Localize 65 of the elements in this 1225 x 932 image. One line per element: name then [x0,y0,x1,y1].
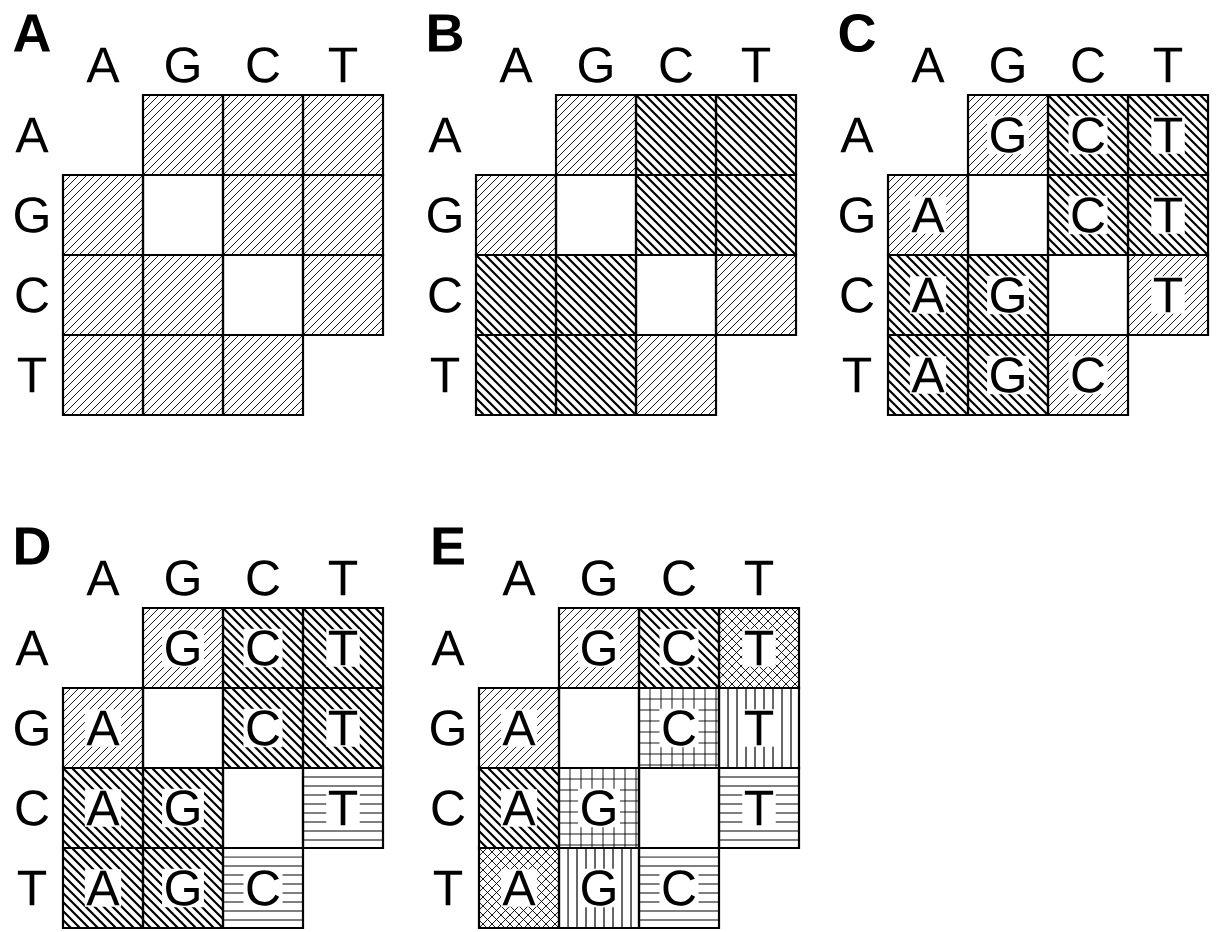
matrix-cell: G [966,253,1050,337]
matrix-cell: T [301,606,385,690]
column-header: T [1153,47,1183,83]
column-header: G [166,47,199,83]
matrix-cell: A [886,173,970,257]
row-header: G [428,197,461,233]
column-header: G [582,560,615,596]
column-header: C [1072,47,1105,83]
column-header: A [911,47,945,83]
row-header: C [16,790,49,826]
row-header: G [15,710,48,746]
row-header: C [429,277,462,313]
matrix-cell: C [221,846,305,930]
matrix-cell: A [61,686,145,770]
row-header: C [432,790,465,826]
row-header: T [17,357,47,393]
matrix-cell: A [477,686,561,770]
column-header: A [86,47,120,83]
panel-letter: A [13,14,51,52]
row-header: G [431,710,464,746]
column-header: A [502,560,536,596]
matrix-cell: T [717,766,801,850]
row-header: T [430,357,460,393]
matrix-cell: G [141,766,225,850]
column-header: T [328,560,358,596]
row-header: A [15,630,49,666]
column-header: C [247,47,280,83]
row-header: T [17,870,47,906]
column-header: G [166,560,199,596]
column-header: A [499,47,533,83]
matrix-cell: C [637,686,721,770]
row-header: G [15,197,48,233]
row-header: A [431,630,465,666]
panel-letter: D [16,527,50,565]
row-header: A [840,117,874,153]
column-header: C [660,47,693,83]
panel-letter: E [433,527,464,565]
matrix-cell: T [1126,93,1210,177]
row-header: A [428,117,462,153]
row-header: C [16,277,49,313]
column-header: G [579,47,612,83]
column-header: T [328,47,358,83]
row-header: C [841,277,874,313]
row-header: A [15,117,49,153]
matrix-cell: G [557,846,641,930]
column-header: A [86,560,120,596]
column-header: C [663,560,696,596]
column-header: T [744,560,774,596]
column-header: C [247,560,280,596]
row-header: T [433,870,463,906]
row-header: T [842,357,872,393]
matrix-cell: T [1126,173,1210,257]
panel-letter: B [429,14,463,52]
column-header: T [741,47,771,83]
column-header: G [991,47,1024,83]
row-header: G [840,197,873,233]
matrix-cell: C [1046,333,1130,417]
matrix-cell: C [637,846,721,930]
matrix-cell: T [717,606,801,690]
matrix-cell: T [717,686,801,770]
matrix-cell: T [1126,253,1210,337]
matrix-cell: T [301,686,385,770]
matrix-cell: G [557,766,641,850]
matrix-cell: T [301,766,385,850]
panel-letter: C [839,13,876,53]
